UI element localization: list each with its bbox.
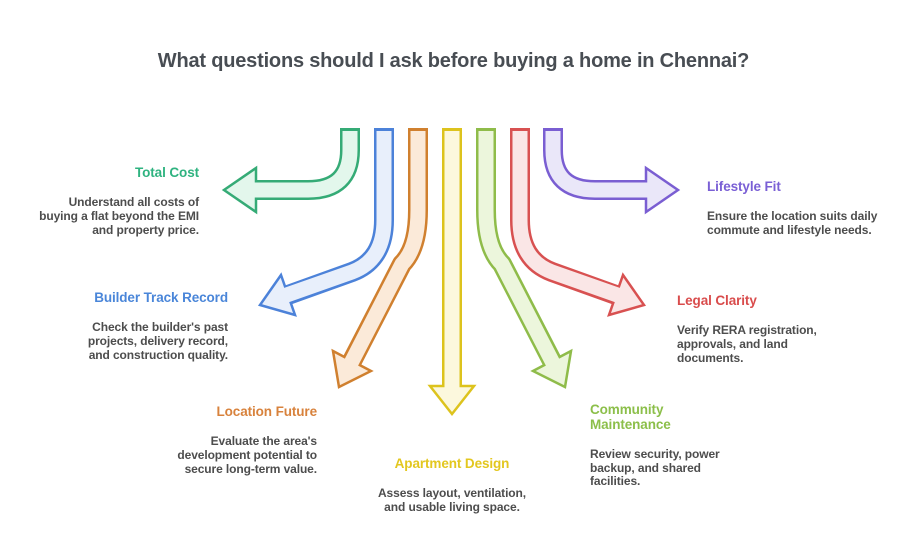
legal-clarity-arrow bbox=[510, 128, 647, 317]
community-maintenance-arrow bbox=[476, 128, 573, 389]
note-legal-clarity: Legal Clarity Verify RERA registration, … bbox=[677, 280, 857, 379]
builder-track-record-arrow bbox=[257, 128, 394, 317]
location-future-arrow bbox=[331, 128, 428, 389]
note-lifestyle-fit: Lifestyle Fit Ensure the location suits … bbox=[707, 166, 907, 251]
note-location-future: Location Future Evaluate the area's deve… bbox=[87, 391, 317, 490]
note-community-maintenance-label: Community Maintenance bbox=[590, 401, 671, 432]
note-legal-clarity-description: Verify RERA registration, approvals, and… bbox=[677, 323, 817, 365]
note-total-cost-label: Total Cost bbox=[135, 164, 199, 180]
note-total-cost: Total Cost Understand all costs of buyin… bbox=[0, 152, 199, 251]
note-location-future-description: Evaluate the area's development potentia… bbox=[177, 434, 317, 476]
note-lifestyle-fit-description: Ensure the location suits daily commute … bbox=[707, 209, 878, 237]
note-builder-track-record-label: Builder Track Record bbox=[94, 289, 228, 305]
note-location-future-label: Location Future bbox=[216, 403, 318, 419]
note-apartment-design-description: Assess layout, ventilation, and usable l… bbox=[377, 486, 526, 514]
note-apartment-design: Apartment Design Assess layout, ventilat… bbox=[352, 443, 552, 528]
note-builder-track-record: Builder Track Record Check the builder's… bbox=[0, 277, 228, 376]
note-total-cost-description: Understand all costs of buying a flat be… bbox=[39, 195, 199, 237]
note-apartment-design-label: Apartment Design bbox=[394, 455, 510, 471]
note-builder-track-record-description: Check the builder's past projects, deliv… bbox=[87, 320, 228, 362]
lifestyle-fit-arrow bbox=[543, 128, 681, 215]
note-legal-clarity-label: Legal Clarity bbox=[677, 292, 757, 308]
note-community-maintenance: Community Maintenance Review security, p… bbox=[590, 389, 740, 503]
apartment-design-arrow bbox=[427, 128, 477, 417]
total-cost-arrow bbox=[221, 128, 360, 215]
page-title: What questions should I ask before buyin… bbox=[157, 50, 750, 72]
note-community-maintenance-description: Review security, power backup, and share… bbox=[590, 447, 720, 489]
note-lifestyle-fit-label: Lifestyle Fit bbox=[707, 178, 781, 194]
